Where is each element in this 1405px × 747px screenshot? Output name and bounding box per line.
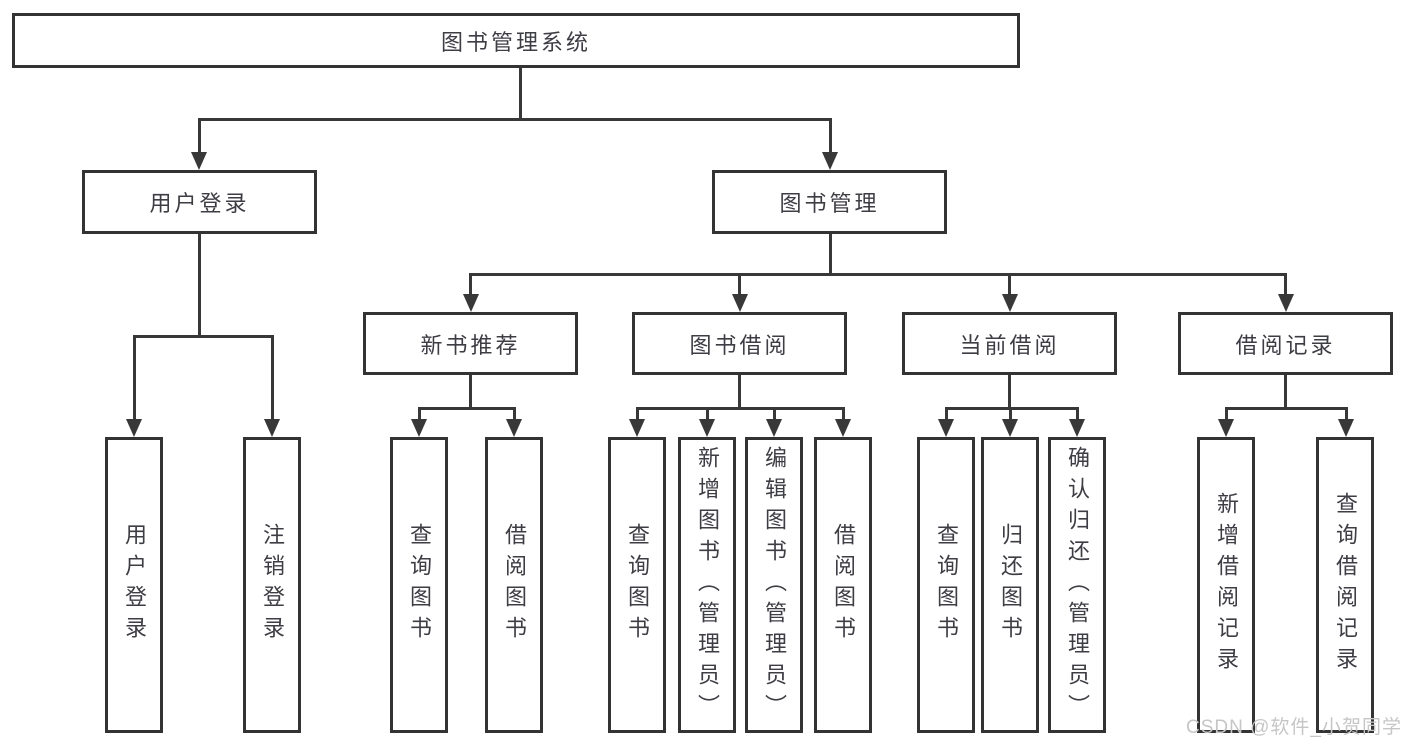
connector-line — [1224, 407, 1228, 423]
connector-line — [469, 374, 472, 410]
leaf-query-borrow-record: 查询借阅记录 — [1316, 437, 1374, 733]
node-book-management: 图书管理 — [712, 170, 947, 234]
arrow-down-icon — [1218, 419, 1234, 437]
connector-line — [1075, 407, 1079, 423]
arrow-down-icon — [1069, 419, 1085, 437]
connector-line — [132, 335, 274, 338]
connector-line — [1008, 374, 1011, 410]
node-user-login: 用户登录 — [82, 170, 317, 234]
arrow-down-icon — [699, 419, 715, 437]
leaf-add-books-admin: 新增图书（管理员） — [678, 437, 736, 733]
connector-line — [469, 273, 472, 298]
node-book-borrowing: 图书借阅 — [632, 312, 847, 375]
arrow-down-icon — [1338, 419, 1354, 437]
connector-line — [1284, 273, 1287, 298]
leaf-edit-books-admin: 编辑图书（管理员） — [745, 437, 803, 733]
arrow-down-icon — [506, 419, 522, 437]
leaf-add-borrow-record: 新增借阅记录 — [1197, 437, 1255, 733]
connector-line — [828, 234, 832, 276]
arrow-down-icon — [411, 419, 427, 437]
node-borrowing-records: 借阅记录 — [1178, 312, 1393, 375]
csdn-watermark: CSDN @软件_小贺同学 — [1186, 717, 1402, 738]
leaf-borrow-books-recommend: 借阅图书 — [485, 437, 543, 733]
connector-line — [944, 407, 1079, 410]
node-current-borrowing: 当前借阅 — [902, 312, 1117, 375]
connector-line — [132, 335, 136, 423]
arrow-down-icon — [766, 419, 782, 437]
connector-line — [841, 407, 845, 423]
arrow-down-icon — [126, 419, 142, 437]
connector-line — [197, 234, 201, 338]
connector-line — [635, 407, 845, 410]
connector-line — [738, 273, 741, 298]
leaf-query-books-borrowing: 查询图书 — [608, 437, 666, 733]
arrow-down-icon — [938, 419, 954, 437]
connector-line — [197, 118, 201, 156]
leaf-borrow-books: 借阅图书 — [814, 437, 872, 733]
connector-line — [705, 407, 709, 423]
node-library-management-system: 图书管理系统 — [12, 13, 1020, 68]
connector-line — [417, 407, 516, 410]
connector-line — [1284, 374, 1287, 410]
arrow-down-icon — [835, 419, 851, 437]
connector-line — [944, 407, 948, 423]
leaf-query-books-current: 查询图书 — [917, 437, 975, 733]
leaf-return-books: 归还图书 — [981, 437, 1039, 733]
arrow-down-icon — [264, 419, 280, 437]
connector-line — [1344, 407, 1348, 423]
connector-line — [772, 407, 776, 423]
connector-line — [469, 273, 1287, 276]
arrow-down-icon — [462, 294, 479, 312]
connector-line — [635, 407, 639, 423]
connector-line — [417, 407, 421, 423]
connector-line — [1008, 407, 1012, 423]
leaf-query-books-recommend: 查询图书 — [390, 437, 448, 733]
leaf-confirm-return-admin: 确认归还（管理员） — [1048, 437, 1106, 733]
connector-line — [828, 118, 832, 156]
connector-line — [197, 118, 832, 121]
leaf-user-login: 用户登录 — [105, 437, 163, 733]
connector-line — [738, 374, 741, 410]
arrow-down-icon — [1002, 419, 1018, 437]
connector-line — [518, 68, 522, 121]
arrow-down-icon — [1277, 294, 1294, 312]
connector-line — [1008, 273, 1011, 298]
arrow-down-icon — [822, 152, 838, 170]
leaf-logout-login: 注销登录 — [243, 437, 301, 733]
arrow-down-icon — [1001, 294, 1018, 312]
connector-line — [1224, 407, 1348, 410]
connector-line — [270, 335, 274, 423]
connector-line — [512, 407, 516, 423]
arrow-down-icon — [731, 294, 748, 312]
arrow-down-icon — [629, 419, 645, 437]
arrow-down-icon — [191, 152, 207, 170]
node-new-book-recommendation: 新书推荐 — [363, 312, 578, 375]
